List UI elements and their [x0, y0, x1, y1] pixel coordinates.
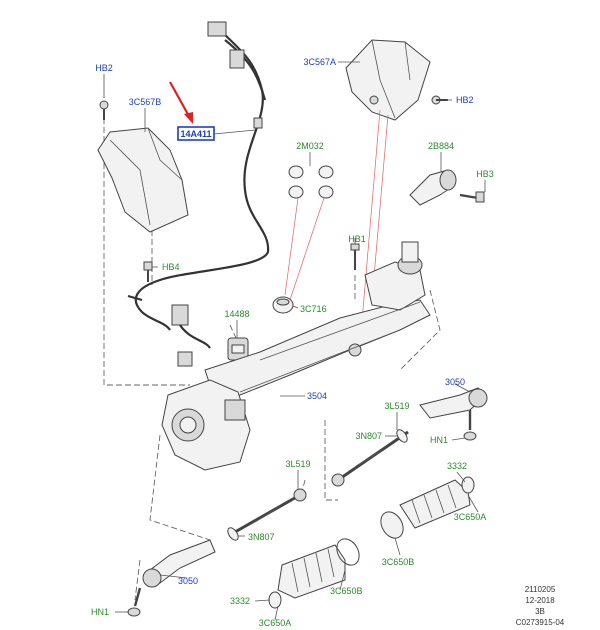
callout-3c650b-left: 3C650B [330, 586, 363, 596]
callout-3l519-right: 3L519 [384, 401, 409, 411]
mount-bushing [272, 296, 294, 314]
stamp-line-2: 12-2018 [525, 596, 555, 605]
callout-hb2-right: HB2 [456, 95, 474, 105]
callout-3332-left: 3332 [230, 596, 250, 606]
callout-hb3: HB3 [476, 169, 494, 179]
callout-2b884: 2B884 [428, 141, 454, 151]
wiring-harness [127, 21, 270, 367]
callout-3n807-left: 3N807 [248, 532, 275, 542]
stamp-line-3: 3B [535, 607, 545, 616]
callout-14488: 14488 [224, 309, 249, 319]
callout-labels: HB2 3C567B 14A411 3C567A HB2 2M032 2B884… [91, 57, 494, 628]
inner-tie-rod-right [331, 429, 409, 487]
heat-shield-right [345, 39, 448, 121]
callout-3c650a-left: 3C650A [259, 618, 292, 628]
steering-bracket [409, 169, 485, 206]
bellows-boot-left [268, 538, 360, 609]
highlight-arrow [169, 81, 215, 141]
callout-14a411: 14A411 [180, 129, 211, 139]
callout-3n807-right: 3N807 [355, 431, 382, 441]
bushing-set [284, 109, 389, 346]
stamp-line-4: C0273915-04 [516, 618, 565, 627]
callout-3l519-left: 3L519 [285, 459, 310, 469]
callout-3050-left: 3050 [178, 576, 198, 586]
callout-hb4: HB4 [162, 262, 180, 272]
heat-shield-left [97, 100, 189, 233]
callout-hn1-right: HN1 [430, 435, 448, 445]
callout-3c650b-right: 3C650B [382, 557, 415, 567]
callout-hb2-top-left: HB2 [95, 63, 113, 73]
bolts [143, 243, 360, 282]
callout-hn1-left: HN1 [91, 607, 109, 617]
callout-3504: 3504 [307, 391, 327, 401]
callout-3c567a: 3C567A [303, 57, 336, 67]
callout-hb1: HB1 [348, 234, 366, 244]
tie-rod-end-right [419, 387, 488, 441]
callout-2m032: 2M032 [296, 141, 324, 151]
callout-3c567b: 3C567B [129, 97, 162, 107]
callout-3c716: 3C716 [300, 304, 327, 314]
bellows-boot-right [380, 476, 475, 539]
tie-rod-end-left [127, 539, 216, 617]
callout-3050-right: 3050 [445, 377, 465, 387]
inner-tie-rod-left [227, 488, 307, 541]
stamp-line-1: 2110205 [525, 585, 556, 594]
callout-3c650a-right: 3C650A [454, 512, 487, 522]
leader-lines [103, 61, 486, 621]
callout-3332-right: 3332 [447, 461, 467, 471]
steering-rack [161, 241, 431, 471]
reference-stamp: 2110205 12-2018 3B C0273915-04 [516, 585, 565, 627]
